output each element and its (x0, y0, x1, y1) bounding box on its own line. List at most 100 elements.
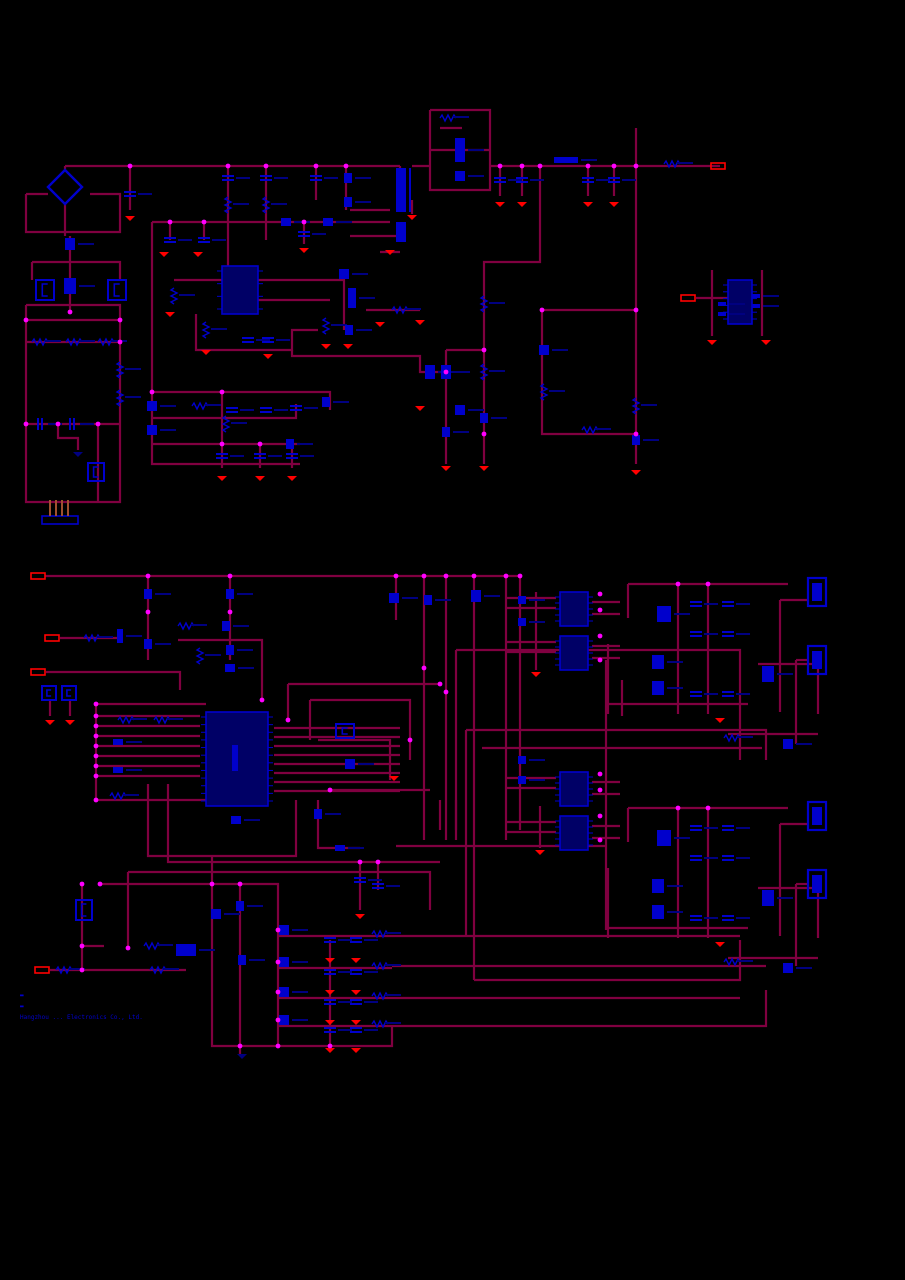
junction-dot (227, 573, 233, 579)
junction-dot (117, 339, 123, 345)
component (652, 905, 683, 919)
ground-symbol (385, 250, 395, 255)
resistor (723, 733, 753, 743)
wire (474, 940, 742, 982)
junction-dot (301, 219, 307, 225)
resistor (479, 363, 505, 381)
resistor (115, 389, 141, 407)
junction-dot (597, 837, 603, 843)
resistor (169, 287, 195, 305)
ground-symbol (761, 340, 771, 345)
wire (94, 704, 206, 802)
resistor (31, 337, 61, 347)
junction-dot (597, 771, 603, 777)
capacitor (164, 237, 192, 243)
capacitor (722, 825, 750, 831)
junction-dot (125, 945, 131, 951)
ground-symbol (125, 216, 135, 221)
wire (428, 108, 492, 192)
terminal (710, 162, 726, 170)
junction-dot (93, 743, 99, 749)
ground-symbol (351, 1048, 361, 1053)
ground-symbol (193, 252, 203, 257)
junction-dot (597, 607, 603, 613)
wire (456, 648, 742, 760)
terminal (30, 572, 46, 580)
resistor (149, 965, 179, 975)
capacitor (350, 1027, 378, 1033)
capacitor (37, 418, 62, 430)
capacitor (372, 883, 400, 889)
junction-dot (471, 573, 477, 579)
component (279, 925, 308, 935)
component (226, 645, 253, 655)
capacitor (324, 999, 352, 1005)
relay-k2 (107, 279, 127, 301)
capacitor (722, 915, 750, 921)
component (657, 606, 690, 622)
ground-symbol (321, 344, 331, 349)
wire (146, 784, 298, 858)
junction-dot (327, 1043, 333, 1049)
component (762, 666, 793, 682)
component (718, 302, 745, 306)
component (144, 589, 171, 599)
junction-dot (275, 989, 281, 995)
relay-k4 (41, 685, 57, 701)
ground-symbol (159, 252, 169, 257)
capacitor (516, 177, 544, 183)
wire-layer (24, 108, 820, 1054)
ground-symbol (609, 202, 619, 207)
component (113, 767, 142, 773)
resistor (479, 295, 505, 313)
component (231, 816, 260, 824)
capacitor (124, 191, 152, 197)
junction-dot (597, 591, 603, 597)
ground-symbol (715, 942, 725, 947)
component (518, 776, 545, 784)
terminal (44, 634, 60, 642)
junction-dot (393, 573, 399, 579)
component (147, 401, 176, 411)
junction-dot (237, 1043, 243, 1049)
junction-dot (149, 389, 155, 395)
transformer (396, 168, 411, 242)
junction-dot (23, 421, 29, 427)
driver-ic (555, 635, 593, 671)
component (211, 909, 240, 919)
junction-dot (597, 657, 603, 663)
junction-dot (67, 309, 73, 315)
junction-dot (497, 163, 503, 169)
resistor (115, 361, 141, 379)
component (286, 439, 313, 449)
resistor (723, 957, 753, 967)
capacitor (722, 691, 750, 697)
component (335, 845, 364, 851)
resistor (65, 337, 95, 347)
junction-dot (201, 219, 207, 225)
resistor (55, 965, 85, 975)
resistor (391, 305, 421, 315)
capacitor (69, 418, 94, 430)
junction-dot (481, 431, 487, 437)
junction-dot (225, 163, 231, 169)
wire (150, 222, 300, 466)
wire (482, 166, 542, 464)
junction-dot (93, 797, 99, 803)
capacitor (260, 407, 288, 413)
junction-dot (597, 787, 603, 793)
ground-symbol (375, 322, 385, 327)
capacitor (690, 691, 718, 697)
junction-dot (633, 307, 639, 313)
component (652, 681, 683, 695)
junction-dot (611, 163, 617, 169)
ground-symbol (45, 720, 55, 725)
footer-mark-b: ▬ (20, 1003, 24, 1010)
junction-dot (675, 805, 681, 811)
junction-dot (93, 773, 99, 779)
ground-symbol (343, 344, 353, 349)
component (752, 304, 779, 308)
ground-symbol (255, 476, 265, 481)
ground-symbol (325, 990, 335, 995)
ground-symbol (65, 720, 75, 725)
